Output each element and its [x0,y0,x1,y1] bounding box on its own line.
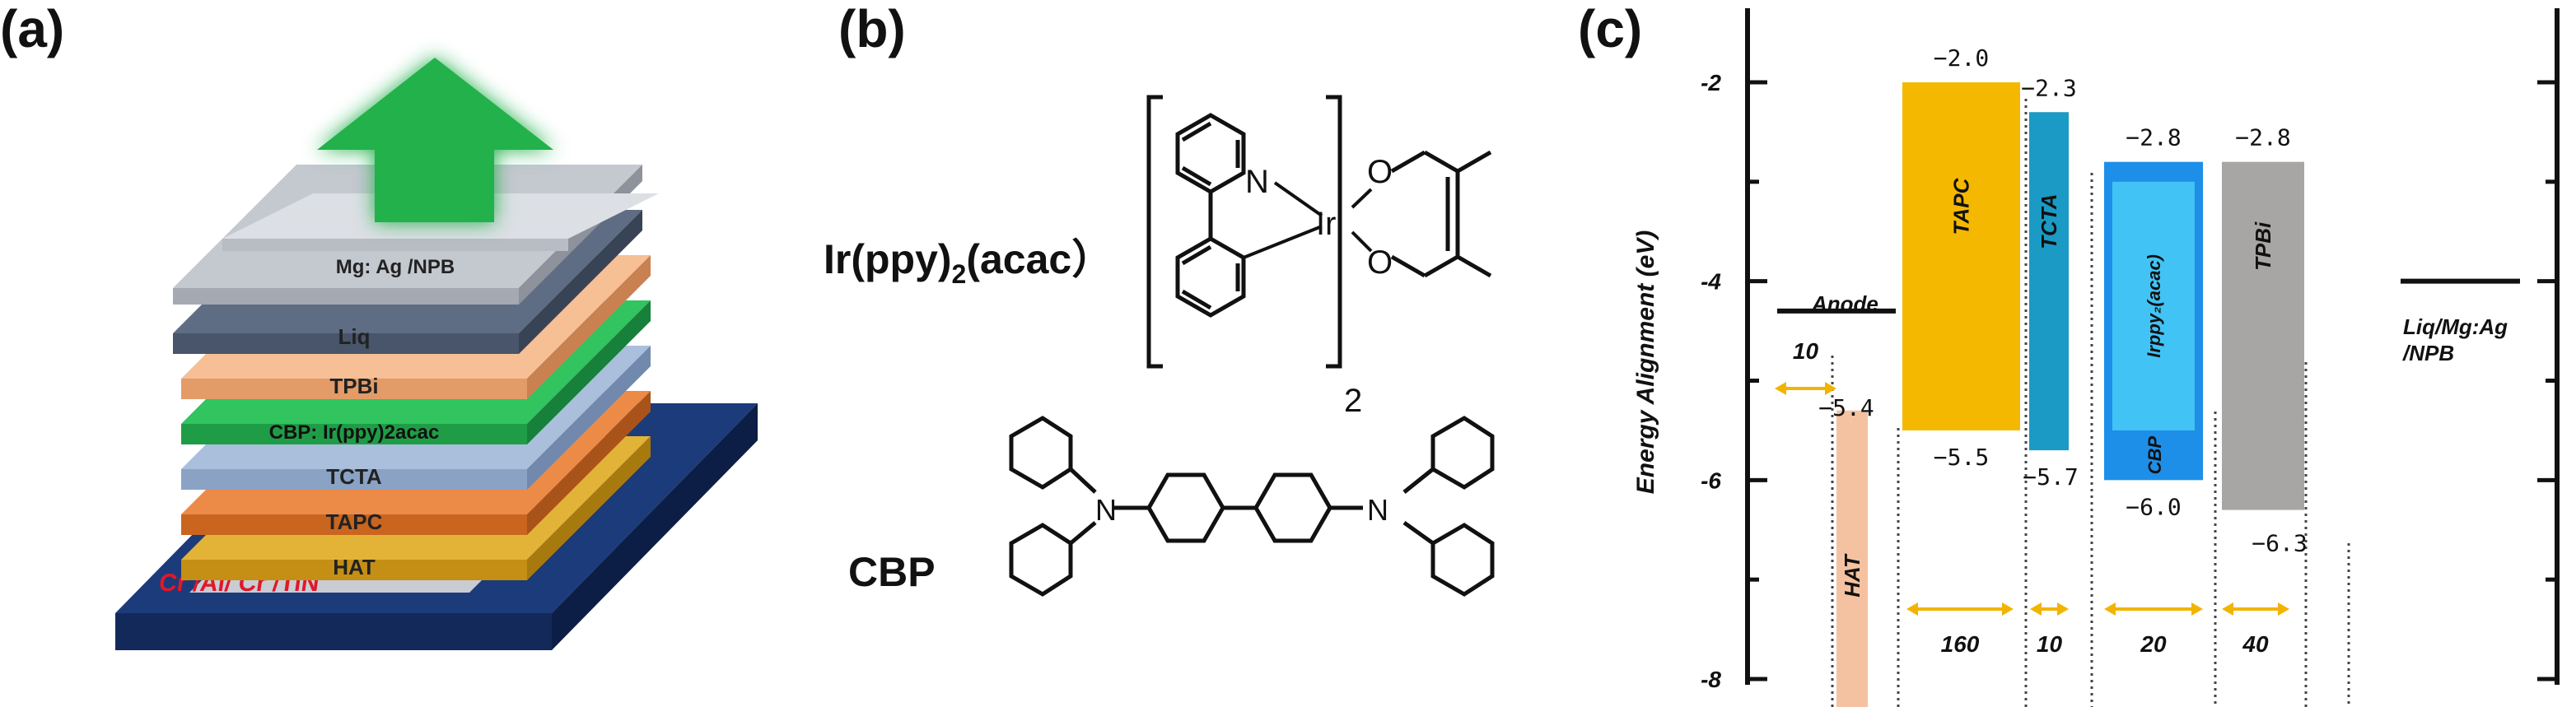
homo-label: −6.3 [2252,530,2307,557]
layer-block-tapc [1902,82,2020,430]
atom-o-bottom: O [1367,244,1393,281]
layer-name: TCTA [2037,193,2061,249]
thickness-label: 20 [2140,631,2167,657]
arrowhead-right-icon [2191,602,2203,616]
tcta-side [527,346,651,490]
atom-ir: Ir [1316,206,1336,242]
thickness-label: 40 [2242,631,2269,657]
arrowhead-left-icon [2104,602,2116,616]
layer-block-hat [1836,410,1868,707]
substrate-front [115,613,552,650]
y-tick-label: -6 [1701,467,1721,493]
layer-label-tpbi: TPBi [329,374,378,398]
layer-label-tcta: TCTA [326,464,382,489]
ppy-phenyl-ring [1175,192,1246,318]
thickness-label: 160 [1941,631,1980,657]
homo-label: −5.4 [1818,394,1874,421]
cbp-atom-n-right: N [1367,493,1388,527]
up-arrow-icon [317,58,553,222]
layer-label-hat: HAT [333,555,376,579]
lumo-label: −2.8 [2126,124,2181,151]
homo-label: −5.5 [1934,444,1989,471]
layer-label-liq: Liq [338,324,371,349]
atom-n: N [1245,164,1269,200]
layer-label-cbp: CBP: Ir(ppy)2acac [269,421,440,444]
arrowhead-left-icon [1775,382,1786,395]
bracket-subscript: 2 [1344,383,1362,419]
liq-side [519,210,642,354]
panel-label-a: (a) [0,0,65,58]
panel-label-b: (b) [838,0,906,58]
homo-label: −5.7 [2023,463,2078,491]
arrowhead-left-icon [1906,602,1918,616]
layer-block-tpbi [2222,161,2304,510]
layer-name: TPBi [2251,221,2275,271]
arrowhead-left-icon [2030,602,2042,616]
thickness-label: 10 [2037,631,2063,657]
layer-label-tapc: TAPC [326,509,383,534]
anode-label: Anode [1811,291,1878,316]
mgag-front [173,288,519,305]
hat-side [527,436,651,580]
device-stack-diagram: Cr /Al/ Cr /TiN HAT TAPC TCTA CBP: Ir(pp… [115,58,758,650]
layer-name: CBP [2144,436,2165,475]
tapc-side [527,391,651,535]
cathode-label-line1: Liq/Mg:Ag [2403,314,2508,339]
right-bracket [1326,95,1342,369]
left-bracket [1146,95,1163,369]
lumo-label: −2.3 [2021,74,2076,101]
y-tick-label: -2 [1701,70,1721,95]
acac-ring [1390,150,1492,278]
host-label: CBP [848,549,936,595]
homo-label: −6.0 [2126,493,2181,520]
emission-arrow [317,58,553,222]
axis-tick-labels: -2 -4 -6 -8 [1701,70,1721,692]
cbp-structure [1009,416,1495,597]
arrowhead-right-icon [1825,382,1836,395]
energy-layers: HAT −5.4 10 TAPC −2.0 −5.5 160 TCTA −2.3 −5.7 10 Ir… [1775,44,2350,707]
layer-name: TAPC [1949,177,1974,235]
arrowhead-right-icon [2057,602,2069,616]
axis-ticks [1748,80,2557,681]
energy-level-diagram: -2 -4 -6 -8 Energy Alignment (eV) Anode Liq… [1632,8,2560,707]
layer-name: HAT [1840,553,1864,598]
arrowhead-right-icon [2278,602,2289,616]
tpbi-side [527,255,651,399]
lumo-label: −2.0 [1934,44,1989,72]
lumo-label: −2.8 [2235,124,2290,151]
y-tick-label: -4 [1701,269,1721,295]
panel-label-c: (c) [1578,0,1643,58]
tcta-front [181,469,527,490]
layer-block-tcta [2029,112,2069,451]
cbp-atom-n-left: N [1095,493,1117,527]
y-axis-label: Energy Alignment (eV) [1632,230,1659,495]
thickness-label: 10 [1793,338,1819,364]
dopant-label: Irppy₂(acac) [2144,254,2164,358]
tapc-front [181,514,527,535]
arrowhead-right-icon [2002,602,2014,616]
ppy-pyridine-ring [1175,113,1246,194]
molecule-structures: Ir(ppy)2(acac） 2 N Ir O O [824,95,1495,597]
cbp-side [527,300,651,444]
cbp-front [181,424,527,444]
tpbi-front [181,379,527,399]
substrate-side [552,403,758,650]
ir-bonds [1243,181,1373,259]
dopant-block [2112,181,2195,430]
emitter-label: Ir(ppy)2(acac） [824,236,1113,289]
y-tick-label: -8 [1701,667,1721,692]
arrowhead-left-icon [2222,602,2233,616]
atom-o-top: O [1367,154,1393,190]
liq-front [173,333,519,354]
hat-front [181,560,527,580]
top-cap-front [222,239,568,251]
layer-label-mgag: Mg: Ag /NPB [336,256,455,278]
cathode-label-line2: /NPB [2402,341,2454,365]
